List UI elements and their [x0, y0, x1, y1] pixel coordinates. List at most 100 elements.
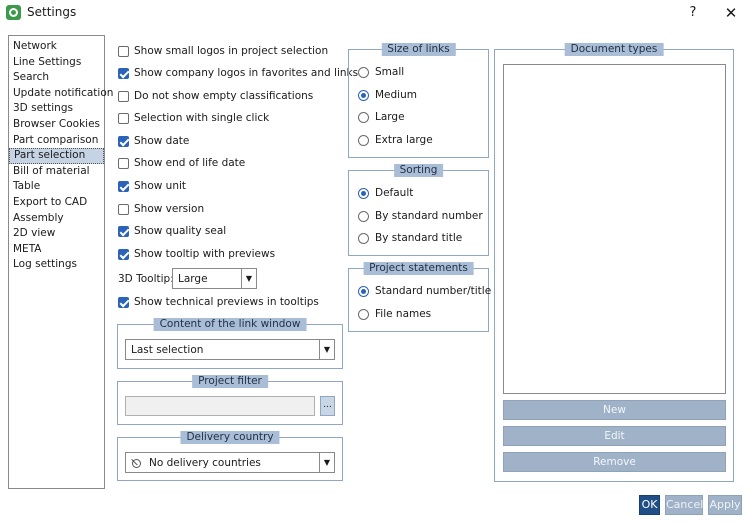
checkbox[interactable] — [118, 67, 129, 79]
option-end-of-life-date[interactable]: Show end of life date — [118, 157, 245, 169]
radio-label: Default — [375, 187, 414, 199]
nav-item-3d-settings[interactable]: 3D settings — [13, 102, 73, 115]
checkbox[interactable] — [118, 45, 129, 57]
group-title: Content of the link window — [153, 318, 307, 331]
radio[interactable] — [358, 89, 369, 101]
checkbox[interactable] — [118, 112, 129, 124]
chevron-down-icon: ▼ — [319, 340, 334, 359]
checkbox[interactable] — [118, 296, 129, 308]
project-filter-input[interactable] — [125, 396, 315, 416]
option-company-logos[interactable]: Show company logos in favorites and link… — [118, 67, 358, 79]
option-show-unit[interactable]: Show unit — [118, 180, 186, 192]
checkbox[interactable] — [118, 225, 129, 237]
nav-item-update-notification[interactable]: Update notification — [13, 86, 114, 99]
document-types-group: Document types — [494, 43, 734, 482]
radio[interactable] — [358, 232, 369, 244]
radio-label: Extra large — [375, 134, 433, 146]
help-button[interactable]: ? — [689, 5, 697, 20]
option-technical-previews[interactable]: Show technical previews in tooltips — [118, 296, 319, 308]
nav-item-network[interactable]: Network — [13, 40, 57, 52]
option-label: Show small logos in project selection — [134, 45, 329, 57]
option-single-click[interactable]: Selection with single click — [118, 112, 269, 124]
settings-category-list[interactable]: Network Line Settings Search Update noti… — [8, 35, 114, 489]
document-types-list[interactable] — [503, 64, 726, 394]
size-of-links-group: Size of links — [348, 43, 489, 158]
checkbox[interactable] — [118, 203, 129, 215]
radio[interactable] — [358, 187, 369, 199]
nav-item-export-to-cad[interactable]: Export to CAD — [13, 195, 88, 208]
link-window-select[interactable]: Last selection ▼ — [125, 339, 335, 360]
tooltip-3d-select[interactable]: Large ▼ — [172, 268, 257, 289]
option-tooltip-previews[interactable]: Show tooltip with previews — [118, 248, 275, 260]
nav-item-2d-view[interactable]: 2D view — [13, 227, 56, 240]
radio-label: By standard title — [375, 232, 463, 244]
checkbox[interactable] — [118, 157, 129, 169]
close-button[interactable]: ✕ — [724, 4, 738, 22]
checkbox[interactable] — [118, 180, 129, 192]
radio[interactable] — [358, 285, 369, 297]
nav-item-line-settings[interactable]: Line Settings — [13, 55, 82, 68]
size-option-medium[interactable]: Medium — [358, 89, 417, 101]
radio[interactable] — [358, 210, 369, 222]
sorting-option-default[interactable]: Default — [358, 187, 413, 199]
link-window-group: Content of the link window — [117, 318, 343, 369]
apply-button[interactable]: Apply — [708, 495, 742, 515]
new-document-type-button[interactable]: New — [503, 400, 726, 420]
nav-item-browser-cookies[interactable]: Browser Cookies — [13, 117, 100, 130]
option-show-version[interactable]: Show version — [118, 203, 204, 215]
nav-item-search[interactable]: Search — [13, 71, 50, 84]
edit-document-type-button[interactable]: Edit — [503, 426, 726, 446]
radio[interactable] — [358, 66, 369, 78]
link-window-value: Last selection — [131, 343, 204, 356]
sorting-group: Sorting — [348, 164, 489, 256]
option-small-logos[interactable]: Show small logos in project selection — [118, 45, 328, 57]
option-label: Show tooltip with previews — [134, 248, 276, 260]
checkbox[interactable] — [118, 248, 129, 260]
statement-option-file-names[interactable]: File names — [358, 308, 431, 320]
checkbox[interactable] — [118, 90, 129, 102]
option-label: Do not show empty classifications — [134, 90, 314, 102]
tooltip-3d-label: 3D Tooltip: — [118, 273, 174, 285]
nav-item-part-selection[interactable]: Part selection — [9, 148, 104, 164]
sorting-option-standard-title[interactable]: By standard title — [358, 232, 462, 244]
nav-item-table[interactable]: Table — [13, 180, 41, 193]
radio[interactable] — [358, 308, 369, 320]
window-title: Settings — [27, 5, 77, 19]
project-filter-browse-button[interactable]: ... — [320, 396, 335, 416]
nav-item-part-comparison[interactable]: Part comparison — [13, 133, 99, 146]
size-option-large[interactable]: Large — [358, 111, 405, 123]
radio-label: Small — [375, 66, 405, 78]
group-title: Delivery country — [180, 431, 280, 444]
cancel-button[interactable]: Cancel — [665, 495, 703, 515]
radio-label: Standard number/title — [375, 285, 492, 297]
title-bar: Settings ? ✕ — [0, 0, 750, 26]
project-filter-group: Project filter — [117, 375, 343, 425]
size-option-extra-large[interactable]: Extra large — [358, 134, 433, 146]
group-title: Size of links — [381, 43, 456, 56]
option-label: Show date — [134, 135, 190, 147]
nav-item-log-settings[interactable]: Log settings — [13, 258, 77, 271]
delivery-country-select[interactable]: No delivery countries ▼ — [125, 452, 335, 473]
option-label: Show quality seal — [134, 225, 227, 237]
nav-item-meta[interactable]: META — [13, 242, 42, 255]
group-title: Sorting — [393, 164, 444, 177]
option-hide-empty-classifications[interactable]: Do not show empty classifications — [118, 90, 313, 102]
group-title: Project statements — [363, 262, 474, 275]
radio[interactable] — [358, 111, 369, 123]
radio[interactable] — [358, 134, 369, 146]
remove-document-type-button[interactable]: Remove — [503, 452, 726, 472]
option-label: Show unit — [134, 180, 187, 192]
size-option-small[interactable]: Small — [358, 66, 404, 78]
nav-item-assembly[interactable]: Assembly — [13, 211, 64, 224]
option-show-date[interactable]: Show date — [118, 135, 189, 147]
option-quality-seal[interactable]: Show quality seal — [118, 225, 226, 237]
nav-item-bill-of-material[interactable]: Bill of material — [13, 164, 90, 177]
project-statements-group: Project statements — [348, 262, 489, 332]
app-icon — [6, 5, 21, 20]
group-title: Document types — [564, 43, 664, 56]
chevron-down-icon: ▼ — [319, 453, 334, 472]
sorting-option-standard-number[interactable]: By standard number — [358, 210, 483, 222]
checkbox[interactable] — [118, 135, 129, 147]
statement-option-standard-number-title[interactable]: Standard number/title — [358, 285, 491, 297]
ok-button[interactable]: OK — [639, 495, 660, 515]
